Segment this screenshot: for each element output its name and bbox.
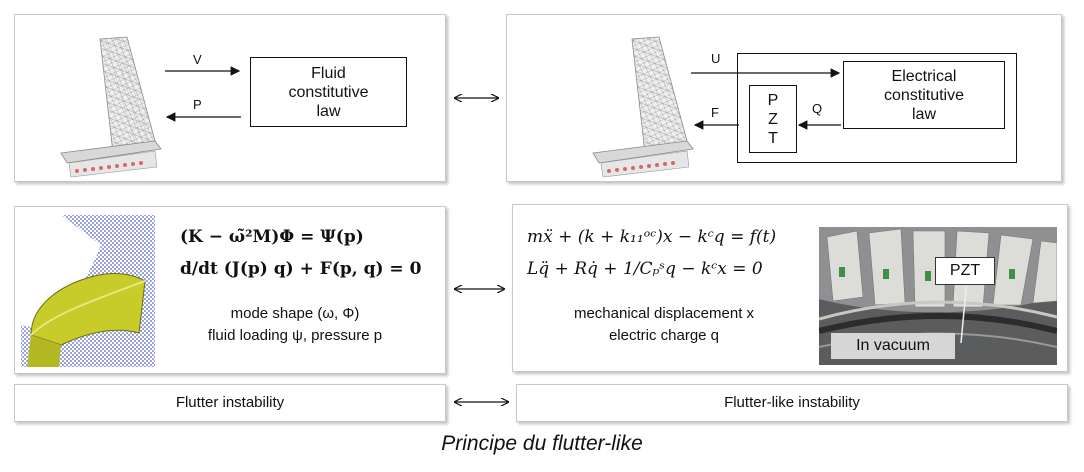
electric-charge-description: electric charge q [608,327,720,344]
fluid-loading-description: fluid loading ψ, pressure p [207,327,383,344]
voltage-label: U [711,51,721,66]
electrical-io-arrows [691,68,841,130]
panel-fluid-equations: (K − ω̃²M)Φ = Ψ(p) d/dt (J(p) q) + F(p, … [14,206,446,374]
charge-label: Q [812,101,823,116]
panel-electromechanical-equations: mẍ + (k + k₁₁ᵒᶜ)x − kᶜq = f(t) Lq̈ + Rq̇… [512,204,1068,372]
fluid-io-arrows [165,66,241,122]
bladed-disk-photo: PZT In vacuum [819,227,1057,365]
electrical-equation: Lq̈ + Rq̇ + 1/Cₚˢq − kᶜx = 0 [527,259,763,279]
photo-label-vacuum: In vacuum [831,333,955,359]
force-label: F [711,105,719,120]
mechanical-displacement-description: mechanical displacement x [573,305,755,322]
photo-label-pzt: PZT [935,257,995,285]
turbine-blade-piezo-icon [592,36,694,178]
panel-electrical-model: U F Q P Z T Electrical constitutive law [506,14,1062,182]
flutter-like-instability-label: Flutter-like instability [724,394,860,411]
figure-caption: Principe du flutter-like [441,432,643,455]
mode-shape-description: mode shape (ω, Φ) [230,305,360,322]
pressure-label: P [193,97,202,112]
velocity-label: V [193,52,202,67]
electrical-constitutive-law-box: Electrical constitutive law [843,61,1005,129]
fluid-equation-1: (K − ω̃²M)Φ = Ψ(p) [180,227,364,247]
panel-fluid-model: V P Fluid constitutive law [14,14,446,182]
fluid-constitutive-law-box: Fluid constitutive law [250,57,407,127]
blade-surface-render-icon [21,215,155,367]
flutter-instability-label: Flutter instability [175,394,285,411]
fluid-equation-2: d/dt (J(p) q) + F(p, q) = 0 [180,259,422,279]
flutter-like-instability-bar: Flutter-like instability [516,384,1068,422]
flutter-instability-bar: Flutter instability [14,384,446,422]
pzt-box: P Z T [749,85,797,153]
electrical-subsystem-frame [737,53,1017,163]
turbine-blade-mesh-icon [60,36,162,178]
mechanical-equation: mẍ + (k + k₁₁ᵒᶜ)x − kᶜq = f(t) [527,227,777,247]
